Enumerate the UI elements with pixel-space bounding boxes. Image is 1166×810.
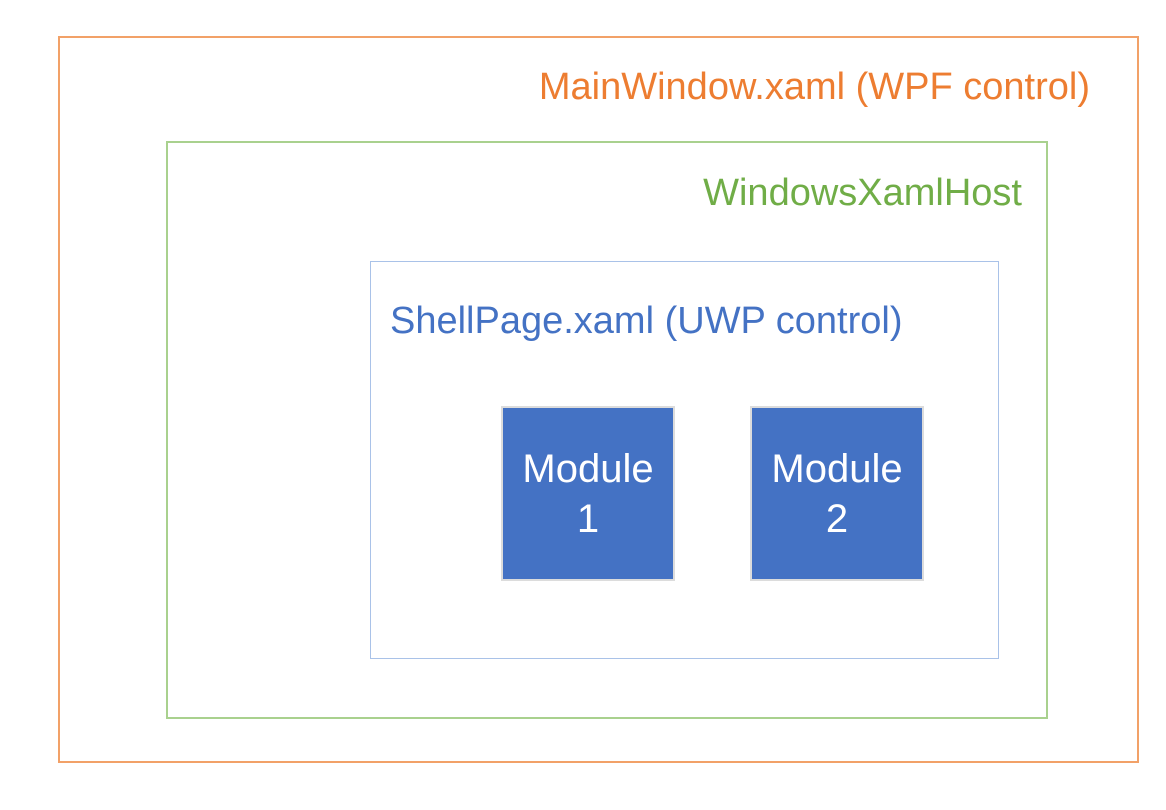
windowsxamlhost-label: WindowsXamlHost [703, 172, 1022, 214]
mainwindow-label: MainWindow.xaml (WPF control) [538, 66, 1090, 108]
module-1-box: Module 1 [501, 406, 675, 581]
mainwindow-box [58, 36, 1139, 763]
module-2-label-line1: Module [771, 446, 903, 491]
shellpage-box [370, 261, 999, 659]
shellpage-label: ShellPage.xaml (UWP control) [390, 300, 903, 342]
module-1-label-line1: Module [522, 446, 654, 491]
windowsxamlhost-box [166, 141, 1048, 719]
module-2-label-line2: 2 [825, 496, 849, 541]
module-2-box: Module 2 [750, 406, 924, 581]
module-1-label-line2: 1 [576, 496, 600, 541]
